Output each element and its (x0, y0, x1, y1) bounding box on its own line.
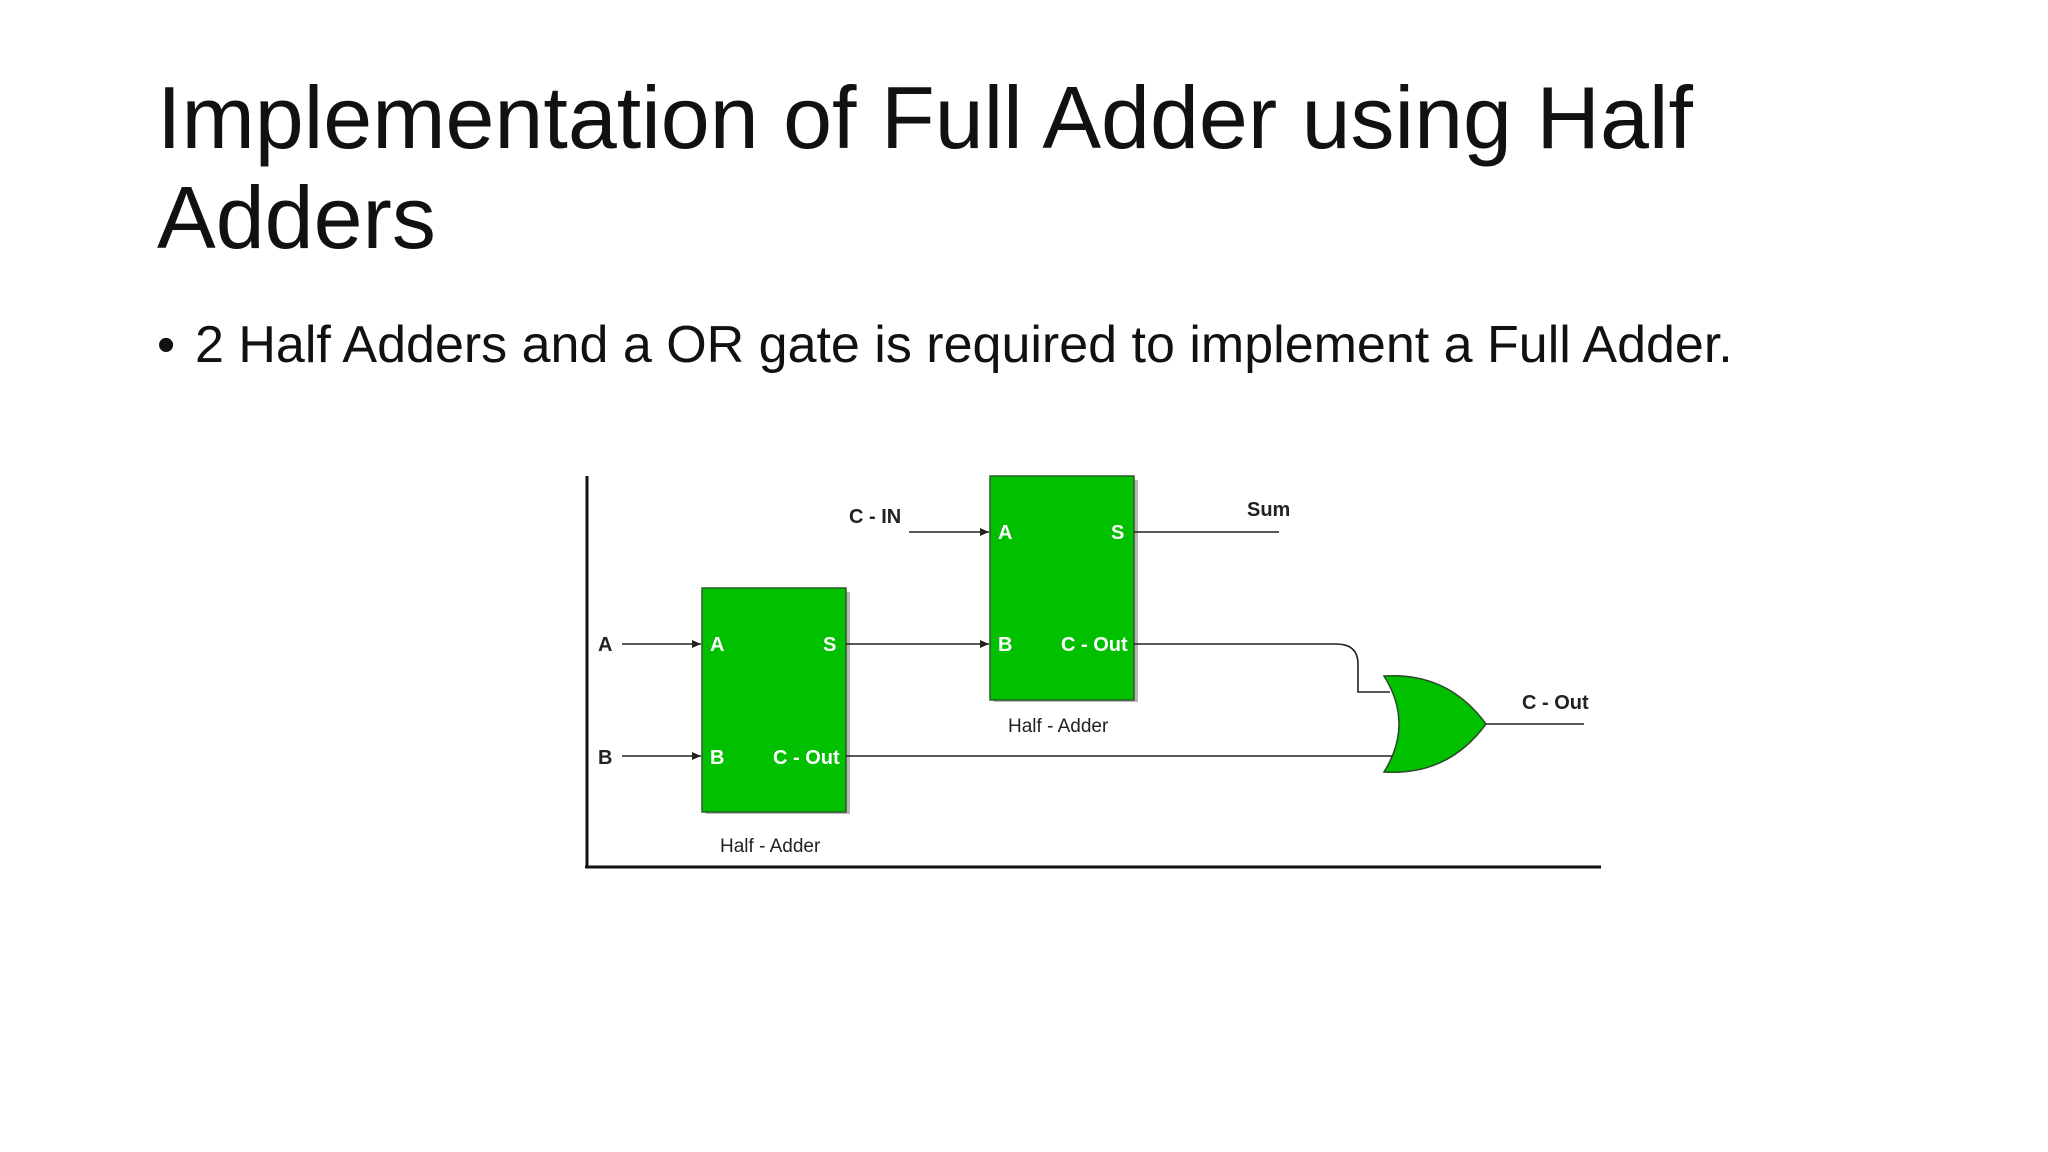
output-sum-label: Sum (1247, 499, 1290, 521)
input-a-label: A (598, 634, 612, 656)
half-adder-1-port-b: B (710, 747, 724, 769)
output-cout-label: C - Out (1522, 692, 1589, 714)
half-adder-2-port-b: B (998, 634, 1012, 656)
or-gate (1382, 674, 1487, 774)
half-adder-2: A S B C - Out Half - Adder (989, 475, 1138, 737)
half-adder-2-port-s: S (1111, 522, 1124, 544)
input-b-label: B (598, 747, 612, 769)
half-adder-1-caption: Half - Adder (720, 836, 821, 857)
half-adder-1-port-cout: C - Out (773, 747, 840, 769)
bullet-list: • 2 Half Adders and a OR gate is require… (157, 306, 1733, 384)
bullet-text: 2 Half Adders and a OR gate is required … (195, 316, 1733, 374)
half-adder-2-port-a: A (998, 522, 1012, 544)
half-adder-2-caption: Half - Adder (1008, 716, 1109, 737)
half-adder-2-block (989, 475, 1135, 701)
slide-title: Implementation of Full Adder using Half … (157, 68, 1693, 267)
input-cin-label: C - IN (849, 506, 901, 528)
wire-ha2-cout-to-or (1134, 643, 1390, 693)
bullet-item: • 2 Half Adders and a OR gate is require… (157, 306, 1733, 384)
half-adder-1-port-s: S (823, 634, 836, 656)
bullet-marker: • (157, 316, 176, 374)
half-adder-1-port-a: A (710, 634, 724, 656)
half-adder-1-block (701, 587, 847, 813)
half-adder-1: A S B C - Out Half - Adder (701, 587, 850, 857)
half-adder-2-port-cout: C - Out (1061, 634, 1128, 656)
